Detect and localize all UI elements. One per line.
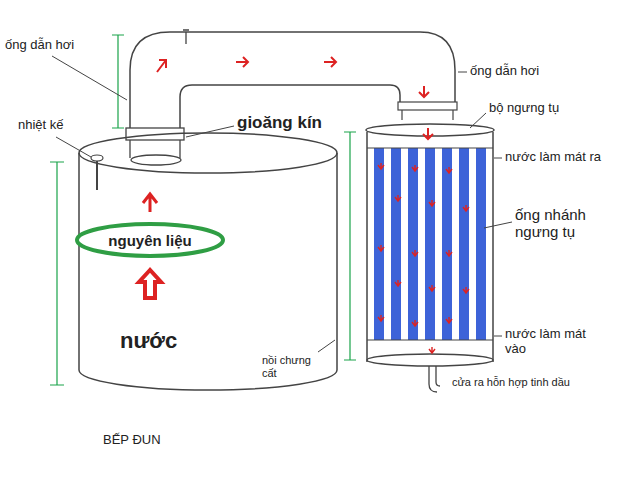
part-label: nhiệt kế: [18, 118, 64, 133]
distillation-pot-outline: [78, 132, 338, 390]
distillation-pot: nước nguyên liệu: [78, 132, 338, 390]
part-label: nồi chưng cất: [262, 354, 324, 379]
part-label: ống nhánh ngưng tụ: [515, 206, 615, 241]
part-label: gioăng kín: [237, 113, 322, 133]
vapour-pipe: [130, 30, 457, 132]
material-ellipse: nguyên liệu: [75, 222, 225, 258]
part-label: nước làm mát ra: [505, 150, 605, 165]
leader-line: [52, 56, 512, 352]
condenser: [366, 124, 494, 392]
part-label: cửa ra hỗn hợp tinh dầu: [452, 376, 570, 389]
part-label: nước làm mát vào: [505, 327, 605, 357]
flow-arrow: [139, 57, 469, 353]
thermometer: [91, 155, 103, 190]
part-label: BẾP ĐUN: [103, 433, 161, 448]
part-label: bộ ngưng tụ: [489, 101, 559, 116]
node-text: nguyên liệu: [108, 232, 191, 249]
node-text: nước: [120, 328, 177, 354]
part-label: ống dẫn hơi: [5, 38, 74, 53]
dimension-bracket: [50, 35, 356, 385]
part-label: ống dẫn hơi: [470, 64, 539, 79]
